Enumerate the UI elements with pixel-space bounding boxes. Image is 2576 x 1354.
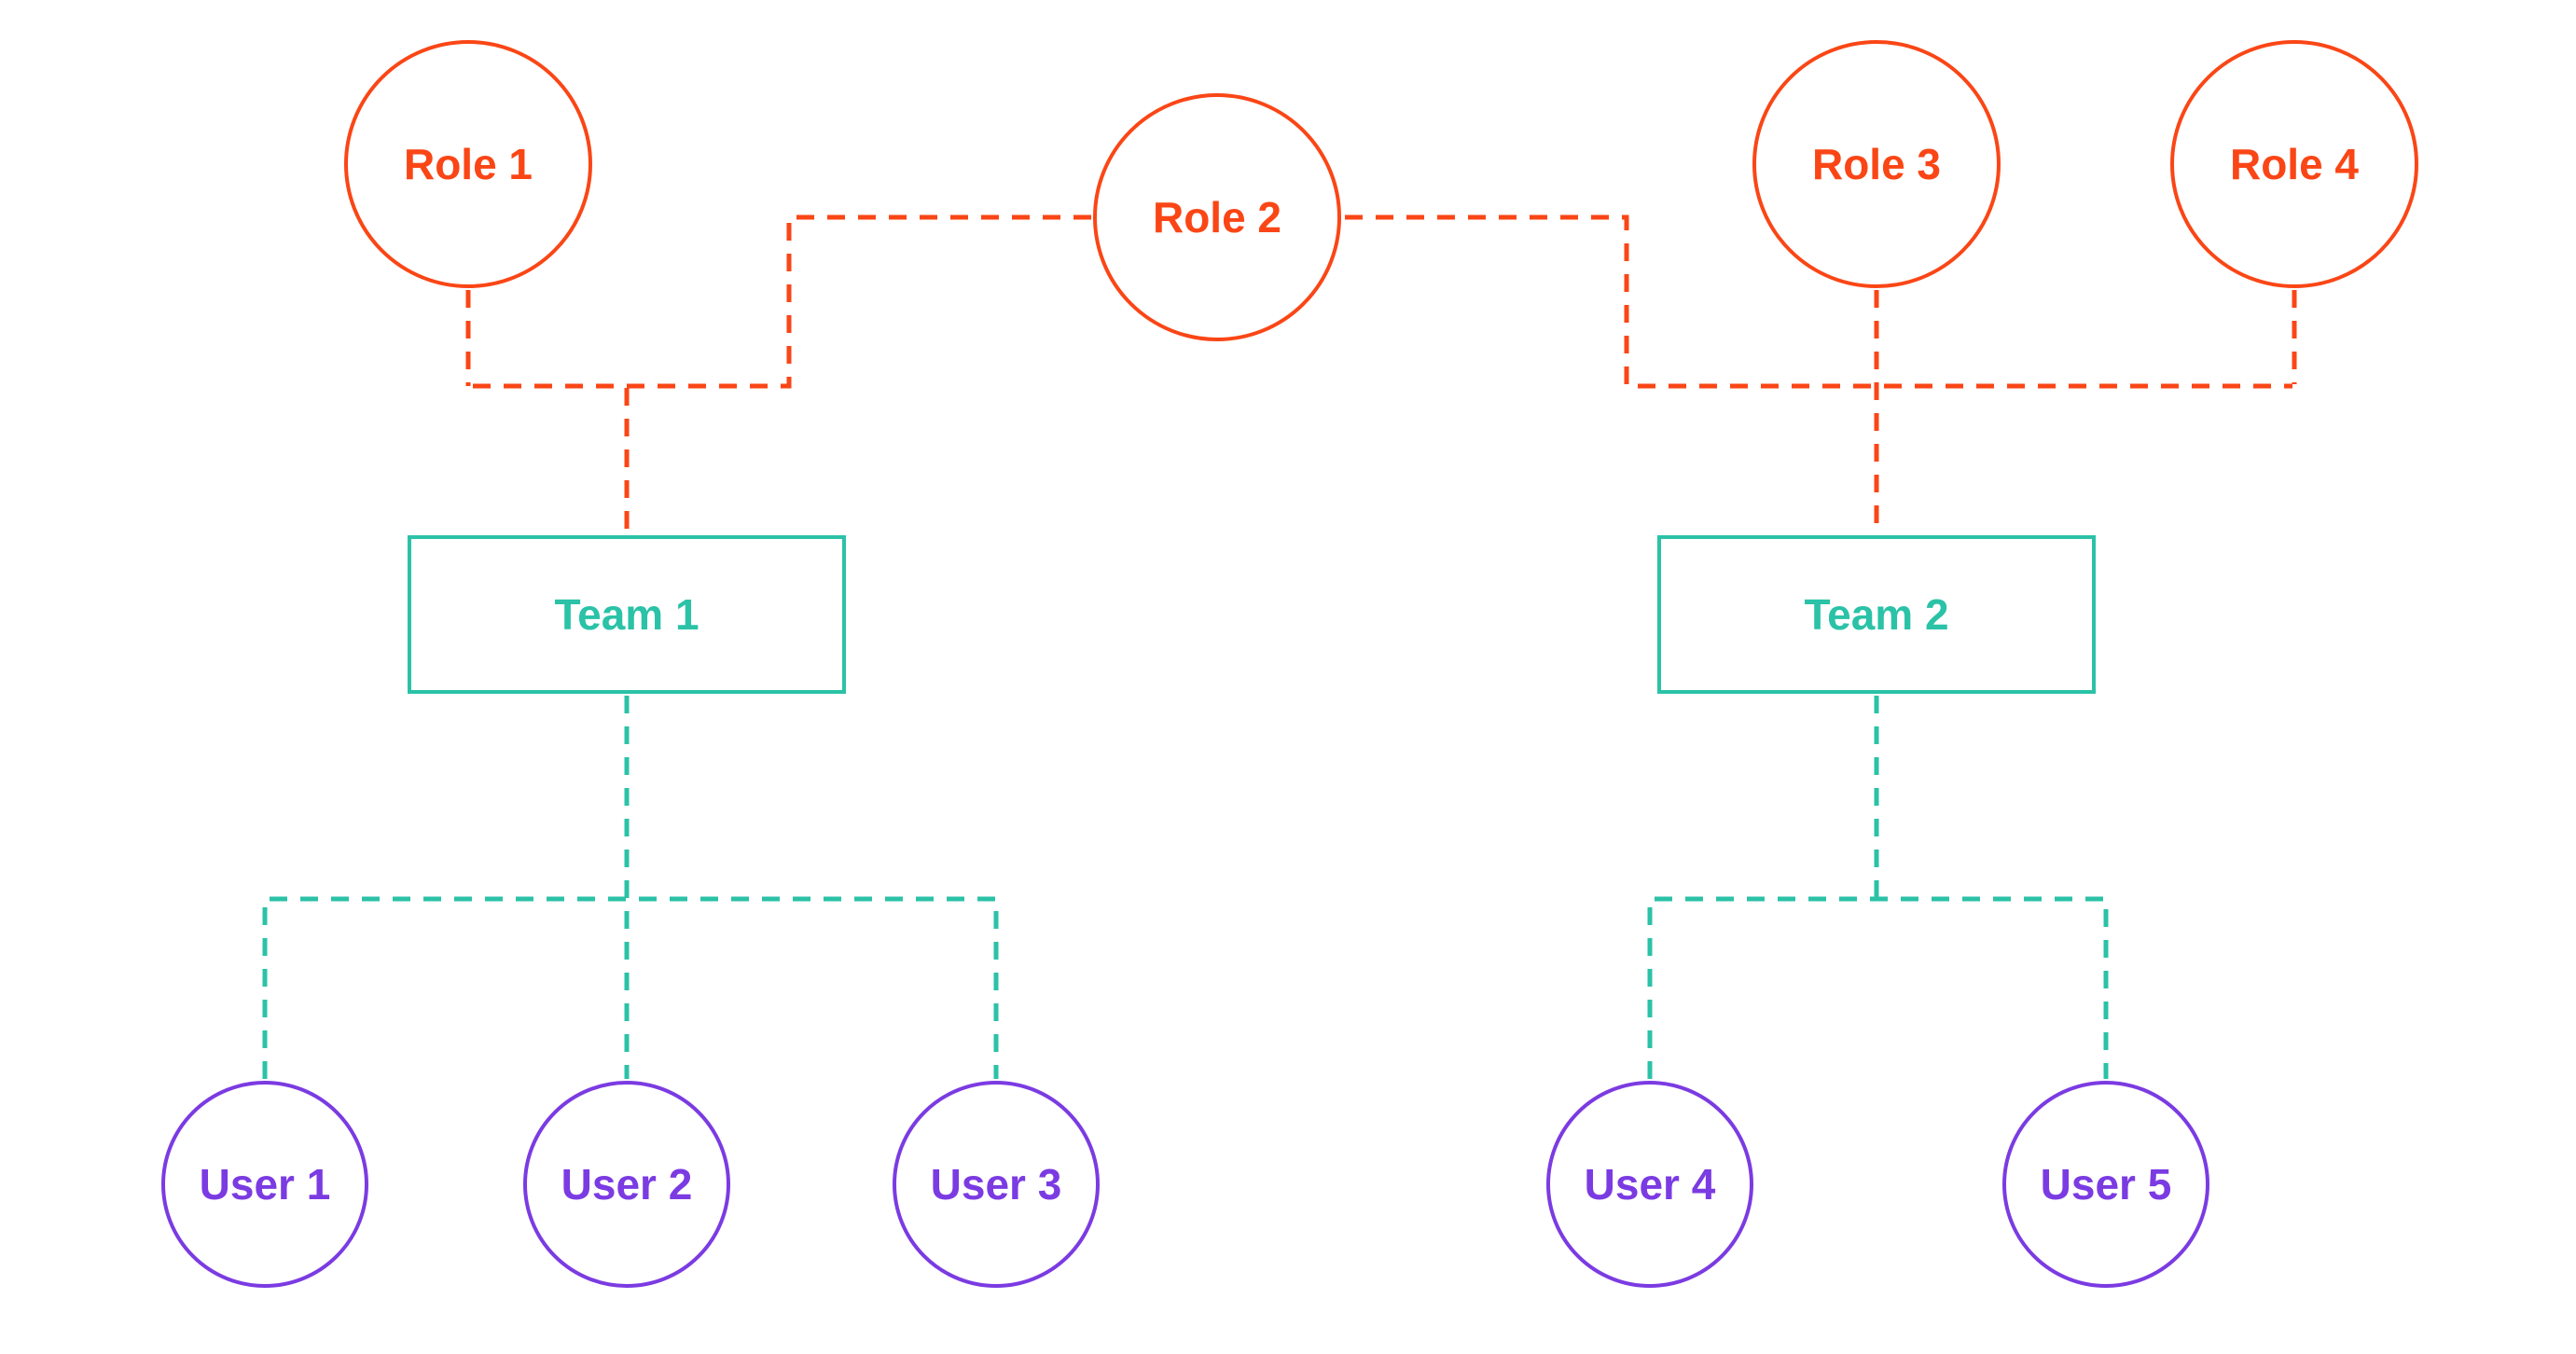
role-1-node: Role 1 (344, 40, 592, 288)
role-1-label: Role 1 (403, 140, 533, 188)
user-5-node: User 5 (2002, 1081, 2209, 1288)
team-2-node: Team 2 (1657, 535, 2096, 694)
role-4-node: Role 4 (2170, 40, 2418, 288)
edge-team1-user1-user3 (262, 896, 999, 1079)
role-2-label: Role 2 (1152, 193, 1282, 242)
user-4-label: User 4 (1584, 1160, 1716, 1209)
role-3-node: Role 3 (1752, 40, 2001, 288)
team-2-label: Team 2 (1804, 590, 1949, 639)
user-2-label: User 2 (561, 1160, 693, 1209)
role-4-label: Role 4 (2229, 140, 2360, 188)
user-1-label: User 1 (199, 1160, 331, 1209)
team-1-node: Team 1 (408, 535, 846, 694)
role-3-label: Role 3 (1811, 140, 1942, 188)
edge-team2-user4-user5 (1647, 896, 2109, 1079)
user-5-label: User 5 (2040, 1160, 2172, 1209)
user-4-node: User 4 (1546, 1081, 1753, 1288)
role-2-node: Role 2 (1093, 93, 1341, 341)
user-3-node: User 3 (893, 1081, 1100, 1288)
user-1-node: User 1 (161, 1081, 368, 1288)
user-2-node: User 2 (523, 1081, 730, 1288)
user-3-label: User 3 (930, 1160, 1062, 1209)
team-1-label: Team 1 (554, 590, 699, 639)
